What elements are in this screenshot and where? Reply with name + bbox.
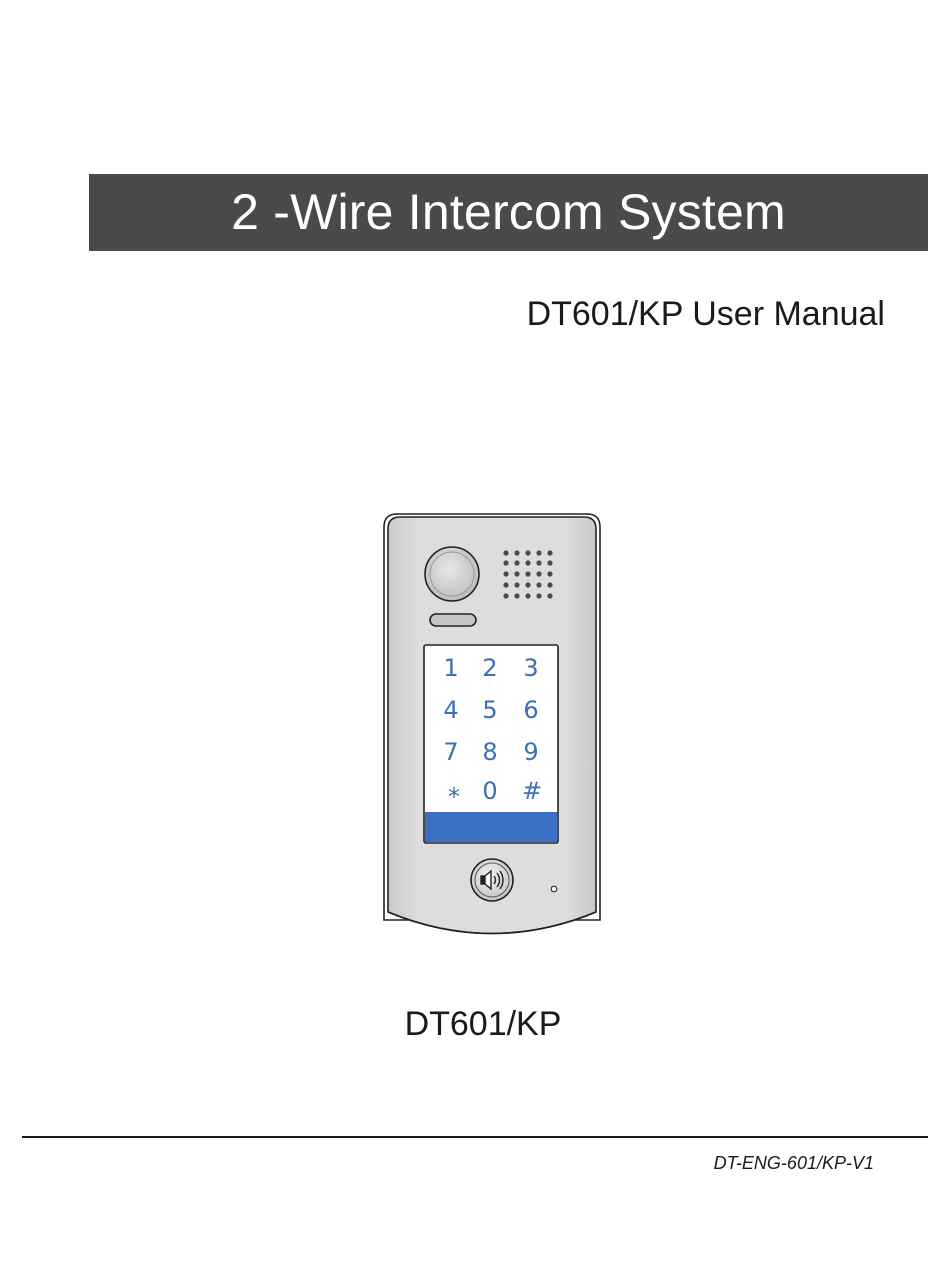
keypad-key: 0 (482, 777, 497, 805)
call-button (470, 858, 514, 902)
intercom-panel-illustration: 1 2 3 4 5 6 7 8 9 * 0 # (372, 505, 612, 950)
speaker-icon (480, 869, 504, 891)
light-bar (429, 613, 477, 627)
title-banner: 2 -Wire Intercom System (89, 174, 928, 251)
keypad-key: * (448, 783, 460, 811)
document-code: DT-ENG-601/KP-V1 (713, 1153, 874, 1173)
keypad-key: 2 (482, 654, 497, 682)
document-title: 2 -Wire Intercom System (231, 184, 786, 240)
keypad-key: 7 (443, 738, 458, 766)
keypad-key: 3 (523, 654, 538, 682)
keypad-key: 8 (482, 738, 497, 766)
keypad-key: 4 (443, 696, 458, 724)
keypad-panel (423, 644, 559, 844)
document-subtitle: DT601/KP User Manual (526, 295, 885, 333)
model-caption: DT601/KP (404, 1005, 562, 1043)
keypad-status-bar (425, 812, 557, 842)
keypad-key: 5 (482, 696, 497, 724)
keypad-key: 6 (523, 696, 538, 724)
keypad-key: 9 (523, 738, 538, 766)
microphone-hole (550, 885, 558, 893)
footer-divider (22, 1136, 928, 1138)
speaker-grille-icon (503, 550, 553, 599)
keypad-keys: 1 2 3 4 5 6 7 8 9 * 0 # (443, 654, 542, 811)
camera-lens-icon (424, 546, 480, 602)
keypad-key: # (522, 777, 542, 805)
keypad-key: 1 (443, 654, 458, 682)
